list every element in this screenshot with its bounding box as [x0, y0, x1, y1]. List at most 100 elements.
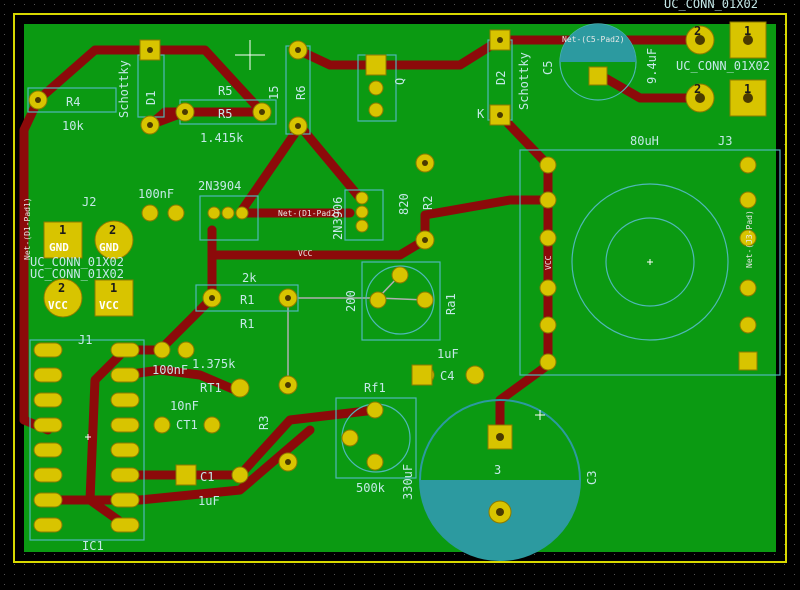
outline-inductor — [519, 149, 781, 376]
pad-j2-gnd-2[interactable] — [94, 220, 134, 260]
pad-ra1-1[interactable] — [391, 266, 409, 284]
label-c4: C4 — [440, 369, 454, 383]
pad-j1-r1[interactable] — [110, 342, 140, 358]
label-2n3906: 2N3906 — [331, 197, 345, 240]
pad-j3-a4[interactable] — [539, 279, 557, 297]
pad-q2-3[interactable] — [355, 219, 369, 233]
pad-j2-gnd-1[interactable] — [43, 221, 83, 259]
net-label-vcc: VCC — [298, 249, 313, 258]
pad-q1-2[interactable] — [221, 206, 235, 220]
pad-j1-r6[interactable] — [110, 467, 140, 483]
pad-c-100nf-2[interactable] — [167, 204, 185, 222]
pin-num-conn-top-1: 1 — [744, 24, 751, 38]
label-c2-100nf: 100nF — [152, 363, 188, 377]
pad-j2-vcc-1[interactable] — [94, 279, 134, 317]
pad-j1-l6[interactable] — [33, 467, 63, 483]
pin-labels: 2 1 2 1 1 GND 2 GND 2 VCC 1 VCC — [48, 24, 751, 312]
pad-q-3[interactable] — [368, 102, 384, 118]
pad-c4-2[interactable] — [465, 365, 485, 385]
label-d1: D1 — [144, 91, 158, 105]
pad-j1-l2[interactable] — [33, 367, 63, 383]
pad-rf1-2[interactable] — [341, 429, 359, 447]
pad-j3-b1[interactable] — [739, 156, 757, 174]
outline-inductor-core — [605, 217, 695, 307]
pad-ct1-1[interactable] — [153, 416, 171, 434]
net-labels: Net-(C5-Pad2) Net-(D1-Pad2) Net-(D1-Pad1… — [23, 35, 754, 270]
label-d2: D2 — [494, 71, 508, 85]
pin-name-j2-vcc-2: VCC — [48, 299, 68, 312]
pads[interactable] — [28, 21, 767, 533]
outline-ra1 — [361, 261, 441, 341]
pad-j1-r2[interactable] — [110, 367, 140, 383]
copper-pour — [24, 24, 776, 552]
pad-ct1-2[interactable] — [203, 416, 221, 434]
pad-c-100nf-1[interactable] — [141, 204, 159, 222]
outline-q1 — [199, 195, 259, 241]
label-c4-value: 1uF — [437, 347, 459, 361]
pad-q2-1[interactable] — [355, 191, 369, 205]
pad-j3-b2[interactable] — [739, 191, 757, 209]
pad-j1-l5[interactable] — [33, 442, 63, 458]
pad-j1-r7[interactable] — [110, 492, 140, 508]
pad-j1-l4[interactable] — [33, 417, 63, 433]
pad-j3-b4[interactable] — [739, 279, 757, 297]
outline-r1 — [195, 284, 299, 312]
pad-j1-l1[interactable] — [33, 342, 63, 358]
pad-j1-l8[interactable] — [33, 517, 63, 533]
pad-j3-b6[interactable] — [738, 351, 758, 371]
pad-j1-l7[interactable] — [33, 492, 63, 508]
pin-num-j2-gnd-2: 2 — [109, 223, 116, 237]
pad-c1-2[interactable] — [231, 466, 249, 484]
pad-q1-1[interactable] — [207, 206, 221, 220]
label-3: 3 — [494, 463, 501, 477]
pad-j3-a5[interactable] — [539, 316, 557, 334]
pad-c1-sq[interactable] — [175, 464, 197, 486]
pad-j3-a6[interactable] — [539, 353, 557, 371]
label-r5-top: R5 — [218, 84, 232, 98]
pad-j3-a3[interactable] — [539, 229, 557, 247]
trace-c5-conn — [595, 70, 705, 103]
board-edge — [13, 13, 787, 563]
pad-j2-vcc-2[interactable] — [43, 278, 83, 318]
pad-j3-b3[interactable] — [739, 229, 757, 247]
pad-ra1-2[interactable] — [369, 291, 387, 309]
label-c3-value: 330uF — [401, 464, 415, 500]
pad-j1-r8[interactable] — [110, 517, 140, 533]
pad-j3-b5[interactable] — [739, 316, 757, 334]
pad-rf1-3[interactable] — [366, 453, 384, 471]
pad-c4-sq[interactable] — [411, 364, 433, 386]
pad-q-sq[interactable] — [365, 54, 387, 76]
pad-j1-r4[interactable] — [110, 417, 140, 433]
pin-num-j2-vcc-2: 2 — [58, 281, 65, 295]
pad-c2-2[interactable] — [177, 341, 195, 359]
label-rt1-value: 1.375k — [192, 357, 236, 371]
trace-d1-r5b — [145, 107, 267, 130]
label-r2-value: 820 — [397, 193, 411, 215]
label-rf1: Rf1 — [364, 381, 386, 395]
pad-j3-a1[interactable] — [539, 156, 557, 174]
label-c-100nf: 100nF — [138, 187, 174, 201]
pad-c5-1[interactable] — [588, 66, 608, 86]
label-r3: R3 — [257, 416, 271, 430]
pad-j1-r5[interactable] — [110, 442, 140, 458]
label-200: 200 — [344, 290, 358, 312]
label-top-right-conn: UC_CONN_01X02 — [664, 0, 758, 11]
pad-j1-r3[interactable] — [110, 392, 140, 408]
pad-q1-3[interactable] — [235, 206, 249, 220]
pad-rf1-1[interactable] — [366, 401, 384, 419]
pad-j1-l3[interactable] — [33, 392, 63, 408]
trace-r6-q3 — [295, 121, 365, 203]
pad-ra1-3[interactable] — [416, 291, 434, 309]
label-ct1: CT1 — [176, 418, 198, 432]
pad-j3-a2[interactable] — [539, 191, 557, 209]
pad-c2-1[interactable] — [153, 341, 171, 359]
pad-q2-2[interactable] — [355, 205, 369, 219]
outline-q2 — [344, 189, 384, 241]
outline-j1 — [29, 339, 145, 541]
label-r6-value: 15 — [267, 86, 281, 100]
pad-rt1-2[interactable] — [230, 378, 250, 398]
label-j3: J3 — [718, 134, 732, 148]
outline-r4 — [27, 87, 117, 113]
pad-q-2[interactable] — [368, 80, 384, 96]
